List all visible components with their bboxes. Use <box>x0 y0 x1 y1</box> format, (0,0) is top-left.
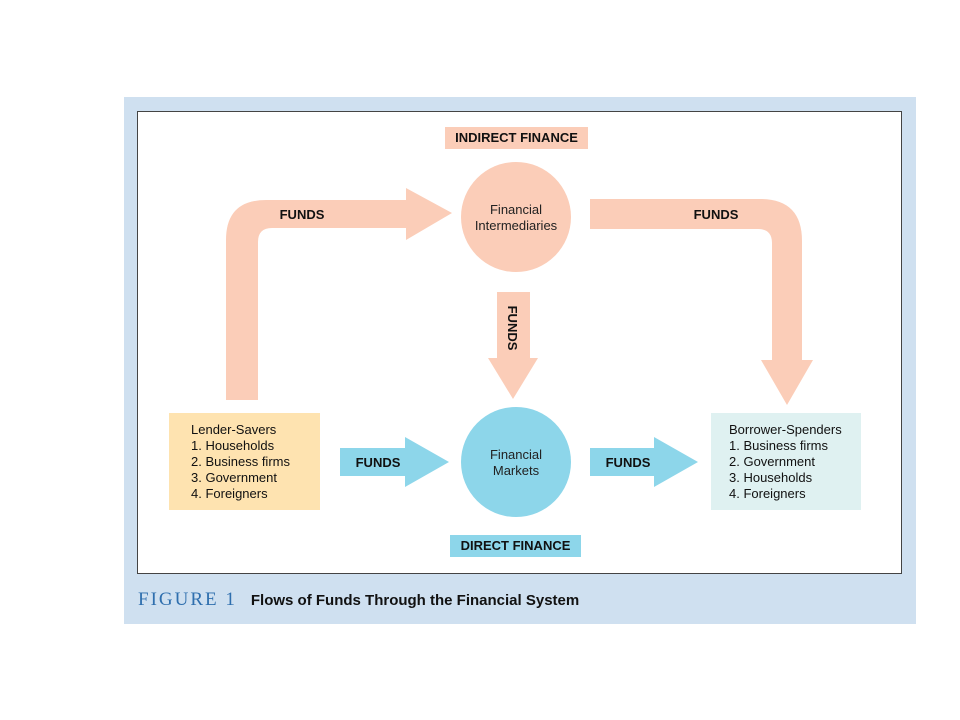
financial-markets-circle <box>461 407 571 517</box>
figure-label: FIGURE 1 <box>138 589 237 610</box>
list-item: 2. Business firms <box>191 454 290 469</box>
list-item: 3. Households <box>729 470 813 485</box>
arrow-markets-to-borrowers <box>590 437 698 487</box>
financial-intermediaries-line1: Financial <box>490 202 542 217</box>
financial-intermediaries-circle <box>461 162 571 272</box>
lender-savers-title: Lender-Savers <box>191 422 277 437</box>
direct-finance-tag: DIRECT FINANCE <box>450 535 581 557</box>
indirect-finance-label: INDIRECT FINANCE <box>455 130 578 145</box>
direct-finance-label: DIRECT FINANCE <box>460 538 571 553</box>
borrower-spenders-box: Borrower-Spenders 1. Business firms 2. G… <box>711 413 861 510</box>
list-item: 1. Households <box>191 438 275 453</box>
arrow-intermediaries-to-borrowers <box>590 199 813 405</box>
funds-label-markets-to-borrowers: FUNDS <box>606 455 651 470</box>
financial-intermediaries-line2: Intermediaries <box>475 218 558 233</box>
borrower-spenders-title: Borrower-Spenders <box>729 422 842 437</box>
lender-savers-box: Lender-Savers 1. Households 2. Business … <box>169 413 320 510</box>
financial-markets-line1: Financial <box>490 447 542 462</box>
list-item: 3. Government <box>191 470 277 485</box>
funds-label-intermediaries-to-markets: FUNDS <box>505 306 520 351</box>
list-item: 4. Foreigners <box>191 486 268 501</box>
arrow-lender-to-markets <box>340 437 449 487</box>
list-item: 4. Foreigners <box>729 486 806 501</box>
list-item: 1. Business firms <box>729 438 828 453</box>
funds-label-lender-to-intermediaries: FUNDS <box>280 207 325 222</box>
arrow-lender-to-intermediaries <box>226 188 452 400</box>
arrow-intermediaries-to-markets <box>488 292 538 399</box>
funds-label-intermediaries-to-borrowers: FUNDS <box>694 207 739 222</box>
indirect-finance-tag: INDIRECT FINANCE <box>445 127 588 149</box>
list-item: 2. Government <box>729 454 815 469</box>
figure-caption: FIGURE 1 Flows of Funds Through the Finan… <box>138 588 579 612</box>
financial-markets-line2: Markets <box>493 463 540 478</box>
funds-label-lender-to-markets: FUNDS <box>356 455 401 470</box>
figure-title: Flows of Funds Through the Financial Sys… <box>250 592 580 609</box>
